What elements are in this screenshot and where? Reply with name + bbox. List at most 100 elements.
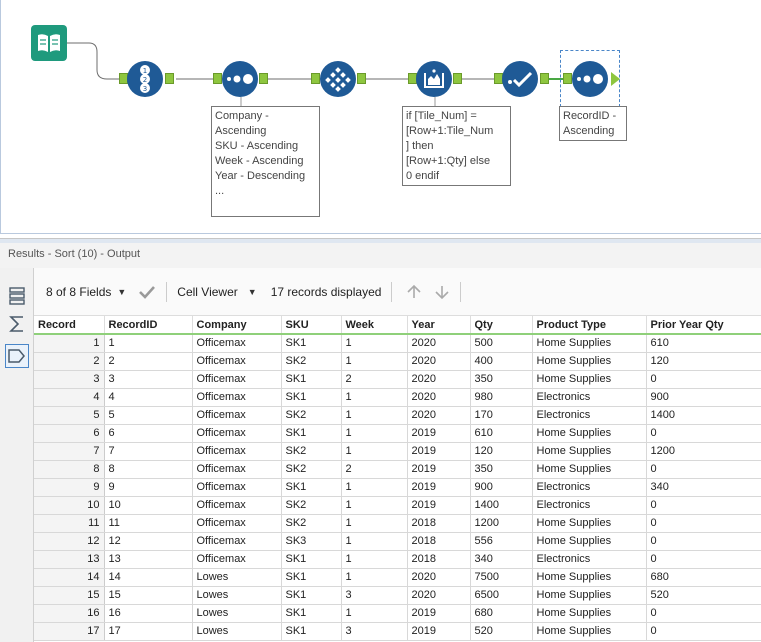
sort-icon[interactable] [572,61,608,97]
table-cell[interactable]: Officemax [192,478,282,497]
table-cell[interactable]: SK2 [281,442,342,461]
table-cell[interactable]: Officemax [192,334,282,353]
table-cell[interactable]: 0 [646,424,761,443]
table-cell[interactable]: 1 [341,352,408,371]
select-icon[interactable] [502,61,538,97]
table-cell[interactable]: 400 [470,352,533,371]
table-cell[interactable]: 350 [470,460,533,479]
table-cell[interactable]: 680 [646,568,761,587]
table-cell[interactable]: 8 [104,460,193,479]
table-cell[interactable]: Home Supplies [532,424,647,443]
table-cell[interactable]: Home Supplies [532,442,647,461]
table-cell[interactable]: Officemax [192,424,282,443]
table-cell[interactable]: 1 [341,334,408,353]
table-cell[interactable]: 1 [104,334,193,353]
table-cell[interactable]: 2019 [407,460,471,479]
book-input-icon[interactable] [31,25,67,61]
table-cell[interactable]: 2019 [407,478,471,497]
table-cell[interactable]: 5 [104,406,193,425]
table-cell[interactable]: 3 [341,586,408,605]
record-number-cell[interactable]: 17 [34,622,105,641]
table-cell[interactable]: 340 [470,550,533,569]
table-cell[interactable]: Officemax [192,532,282,551]
table-cell[interactable]: SK3 [281,532,342,551]
table-cell[interactable]: 10 [104,496,193,515]
table-cell[interactable]: 120 [470,442,533,461]
table-cell[interactable]: 14 [104,568,193,587]
tile-icon[interactable] [320,61,356,97]
table-cell[interactable]: 2020 [407,352,471,371]
arrow-up-icon[interactable] [406,284,422,300]
table-cell[interactable]: 2020 [407,568,471,587]
table-cell[interactable]: 2019 [407,622,471,641]
table-cell[interactable]: 3 [104,370,193,389]
table-cell[interactable]: 2 [341,460,408,479]
table-cell[interactable]: 0 [646,550,761,569]
table-cell[interactable]: Officemax [192,460,282,479]
column-header[interactable]: SKU [281,316,342,335]
table-cell[interactable]: 2019 [407,604,471,623]
table-cell[interactable]: Lowes [192,586,282,605]
column-header[interactable]: Company [192,316,282,335]
table-cell[interactable]: Officemax [192,370,282,389]
record-number-cell[interactable]: 2 [34,352,105,371]
workflow-canvas[interactable]: 1 2 3 [0,0,761,234]
table-cell[interactable]: SK1 [281,568,342,587]
arrow-down-icon[interactable] [434,284,450,300]
table-cell[interactable]: Electronics [532,478,647,497]
table-cell[interactable]: 2020 [407,334,471,353]
record-number-cell[interactable]: 16 [34,604,105,623]
table-cell[interactable]: 0 [646,460,761,479]
table-cell[interactable]: SK2 [281,496,342,515]
table-cell[interactable]: SK2 [281,352,342,371]
record-number-cell[interactable]: 9 [34,478,105,497]
table-cell[interactable]: Lowes [192,604,282,623]
table-cell[interactable]: 2019 [407,424,471,443]
record-number-cell[interactable]: 3 [34,370,105,389]
table-view-icon[interactable] [5,284,29,308]
tag-icon[interactable] [5,344,29,368]
table-cell[interactable]: Electronics [532,496,647,515]
record-number-cell[interactable]: 13 [34,550,105,569]
table-cell[interactable]: 13 [104,550,193,569]
input-anchor[interactable] [563,73,572,84]
column-header[interactable]: Record [34,316,105,335]
table-cell[interactable]: Home Supplies [532,334,647,353]
record-number-cell[interactable]: 12 [34,532,105,551]
table-cell[interactable]: 0 [646,370,761,389]
record-number-cell[interactable]: 7 [34,442,105,461]
table-cell[interactable]: 170 [470,406,533,425]
table-cell[interactable]: 2018 [407,514,471,533]
table-cell[interactable]: 520 [470,622,533,641]
table-cell[interactable]: 2018 [407,550,471,569]
input-anchor[interactable] [213,73,222,84]
table-cell[interactable]: 1400 [646,406,761,425]
sort-annotation[interactable]: RecordID - Ascending [559,106,627,141]
table-cell[interactable]: 1 [341,388,408,407]
table-cell[interactable]: 2019 [407,442,471,461]
sort-icon[interactable] [222,61,258,97]
table-cell[interactable]: 16 [104,604,193,623]
table-cell[interactable]: 980 [470,388,533,407]
table-cell[interactable]: 1 [341,514,408,533]
record-number-cell[interactable]: 6 [34,424,105,443]
column-header[interactable]: Week [341,316,408,335]
output-anchor[interactable] [453,73,462,84]
table-cell[interactable]: 2020 [407,388,471,407]
table-cell[interactable]: 1400 [470,496,533,515]
table-cell[interactable]: 1 [341,496,408,515]
table-cell[interactable]: Lowes [192,568,282,587]
column-header[interactable]: Qty [470,316,533,335]
table-cell[interactable]: Officemax [192,442,282,461]
table-cell[interactable]: 2020 [407,586,471,605]
table-cell[interactable]: SK1 [281,586,342,605]
column-header[interactable]: RecordID [104,316,193,335]
table-cell[interactable]: Home Supplies [532,460,647,479]
